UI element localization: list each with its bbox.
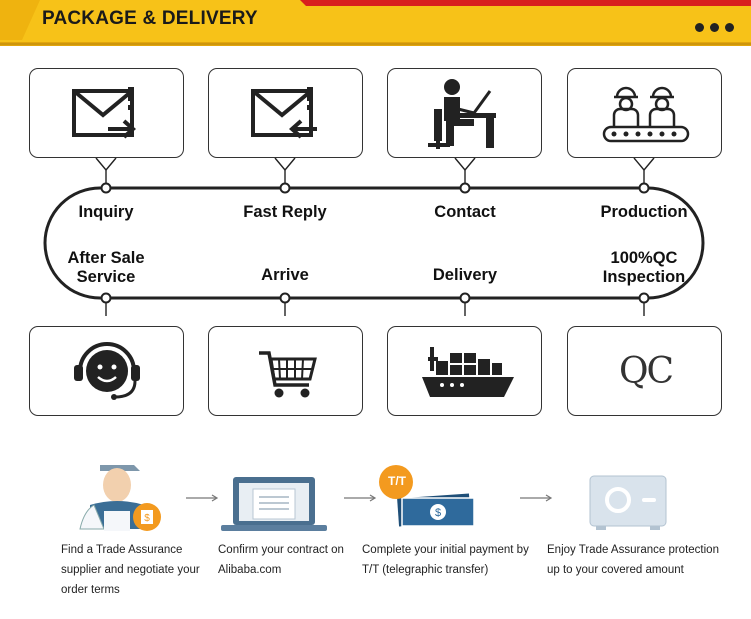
ta-step-4-line2: up to your covered amount [547, 564, 684, 576]
step-production: Production [600, 203, 688, 221]
cargo-ship-icon [422, 347, 514, 397]
step-arrive: Arrive [261, 266, 309, 284]
flow-arrows [186, 494, 553, 502]
step-contact: Contact [434, 203, 496, 221]
support-headset-icon [74, 342, 140, 400]
ta-step-1-line1: Find a Trade Assurance [61, 544, 183, 556]
envelope-send-icon [72, 87, 137, 139]
header-banner: PACKAGE & DELIVERY [0, 0, 751, 46]
ta-step-confirm-contract: Confirm your contract on Alibaba.com [218, 540, 344, 580]
arrive-box [208, 326, 363, 416]
step-after-sale-service: After Sale Service [67, 249, 144, 287]
ta-step-2-line1: Confirm your contract on [218, 544, 344, 556]
ta-step-1-line2: supplier and negotiate your [61, 564, 200, 576]
production-box [567, 68, 722, 158]
qc-icon: QC [618, 351, 674, 392]
laptop-contract-icon [221, 477, 327, 531]
ta-step-2-line2: Alibaba.com [218, 564, 282, 576]
envelope-reply-icon [251, 87, 317, 139]
ta-step-payment: Complete your initial payment by T/T (te… [362, 540, 529, 580]
header-background [0, 0, 751, 46]
page-title: PACKAGE & DELIVERY [42, 8, 258, 29]
step-qc-line2: Inspection [602, 268, 686, 286]
step-fast-reply: Fast Reply [243, 203, 327, 221]
fast-reply-box [208, 68, 363, 158]
tt-badge: T/T [388, 474, 406, 488]
contact-box [387, 68, 542, 158]
safe-icon [589, 475, 667, 530]
factory-workers-icon [602, 86, 690, 143]
step-qc-inspection: 100%QC Inspection [603, 249, 686, 287]
step-inquiry: Inquiry [78, 203, 134, 221]
svg-text:$: $ [435, 507, 441, 519]
office-worker-icon [428, 79, 496, 149]
delivery-box [387, 326, 542, 416]
svg-text:$: $ [144, 513, 150, 524]
ta-step-find-supplier: Find a Trade Assurance supplier and nego… [61, 540, 200, 600]
ta-step-3-line2: T/T (telegraphic transfer) [362, 564, 489, 576]
qc-box: QC [567, 326, 722, 416]
step-after-sale-line2: Service [76, 268, 136, 286]
supplier-person-icon: $ [79, 465, 161, 531]
after-sale-box [29, 326, 184, 416]
step-qc-line1: 100%QC [610, 249, 678, 267]
ta-step-4-line1: Enjoy Trade Assurance protection [547, 544, 719, 556]
cash-payment-icon: $ [379, 465, 475, 527]
step-after-sale-line1: After Sale [67, 249, 145, 267]
ta-step-protection: Enjoy Trade Assurance protection up to y… [547, 540, 719, 580]
ta-step-3-line1: Complete your initial payment by [362, 544, 529, 556]
shopping-cart-icon [259, 351, 317, 398]
inquiry-box [29, 68, 184, 158]
ta-step-1-line3: order terms [61, 584, 120, 596]
process-loop [43, 157, 705, 316]
ellipsis-icon[interactable] [690, 0, 740, 46]
step-delivery: Delivery [432, 266, 498, 284]
